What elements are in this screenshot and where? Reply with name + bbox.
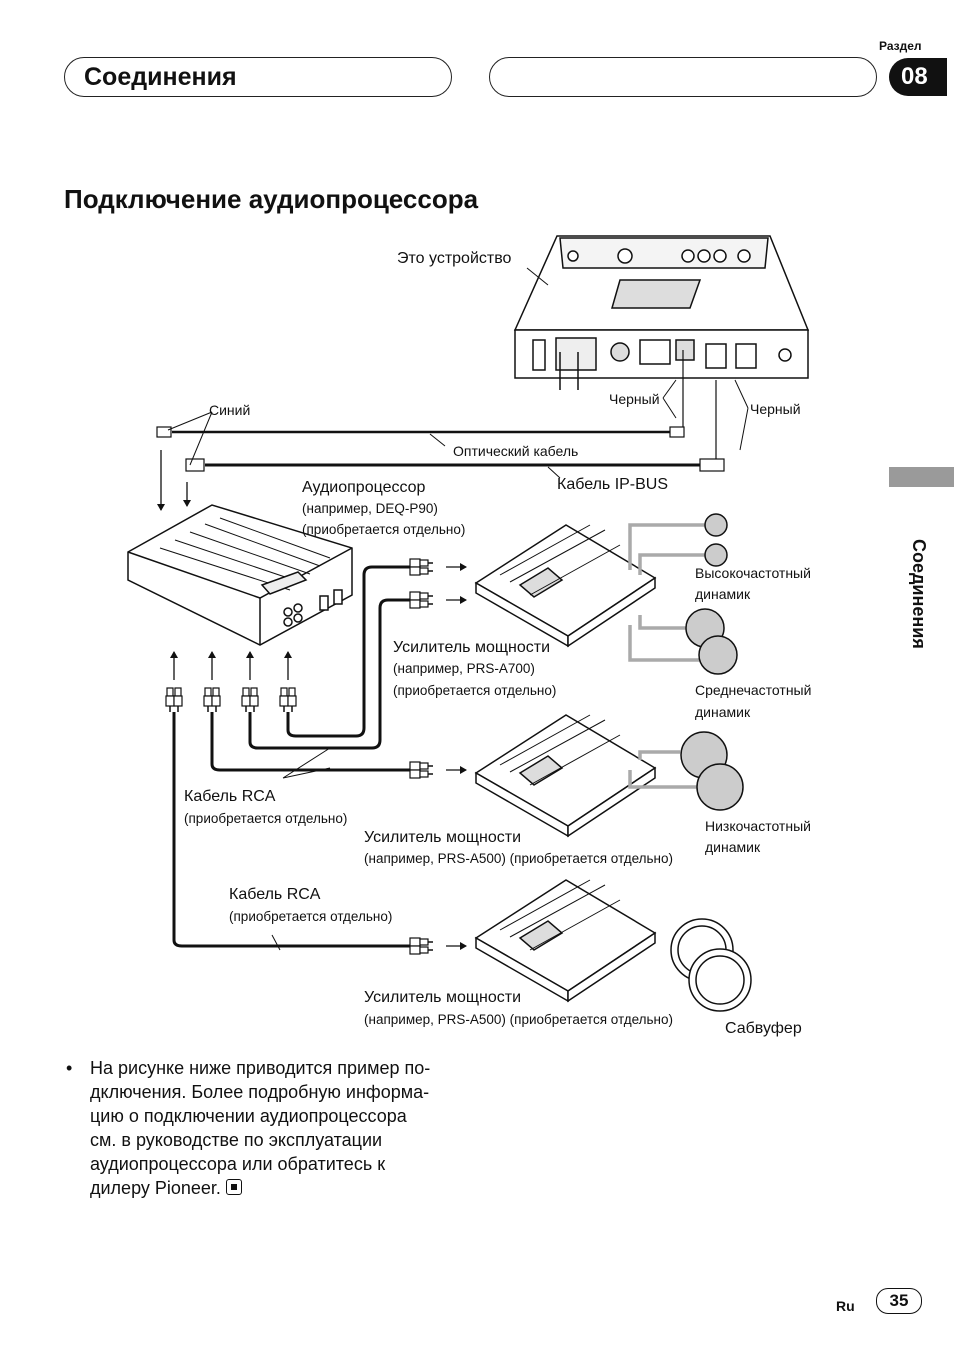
bullet-line: дилеру Pioneer.	[90, 1178, 221, 1198]
tweeter-speakers	[704, 513, 728, 567]
label-tweeter-2: динамик	[695, 586, 751, 602]
bullet-dot: •	[66, 1058, 73, 1078]
amplifier-1-illustration	[474, 524, 657, 648]
label-blue: Синий	[209, 402, 250, 418]
label-this-unit: Это устройство	[397, 250, 512, 267]
label-rca2-sold: (приобретается отдельно)	[229, 909, 392, 924]
section-number-badge: 08	[889, 58, 947, 96]
page-heading: Подключение аудиопроцессора	[64, 184, 479, 214]
section-title: Соединения	[84, 63, 237, 91]
label-amp2-note: (например, PRS-A500) (приобретается отде…	[364, 851, 673, 866]
bullet-line: На рисунке ниже приводится пример по-	[90, 1058, 431, 1078]
page-number: 35	[876, 1288, 922, 1314]
side-tab	[889, 467, 954, 487]
label-amp2-name: Усилитель мощности	[364, 829, 521, 846]
optical-cable	[156, 350, 685, 438]
rca-plugs-processor	[165, 687, 297, 713]
label-woofer-1: Низкочастотный	[705, 818, 811, 834]
label-woofer-2: динамик	[705, 839, 761, 855]
language-label: Ru	[836, 1298, 855, 1314]
bullet-line: цию о подключении аудиопроцессора	[90, 1106, 407, 1126]
speaker-wires	[628, 523, 705, 789]
woofer-speakers	[680, 731, 744, 811]
label-amp3-name: Усилитель мощности	[364, 989, 521, 1006]
bullet-text: На рисунке ниже приводится пример по- дк…	[90, 1056, 466, 1200]
audio-processor-illustration	[127, 504, 353, 646]
label-amp1-name: Усилитель мощности	[393, 639, 550, 656]
amp-input-arrows	[446, 563, 467, 950]
amplifier-3-illustration	[474, 879, 657, 1003]
plug-arrows	[157, 450, 191, 511]
label-rca1-sold: (приобретается отдельно)	[184, 811, 347, 826]
label-rca1-name: Кабель RCA	[184, 788, 276, 805]
header-blank-pill	[489, 57, 877, 97]
head-unit-illustration	[513, 235, 810, 390]
label-processor-name: Аудиопроцессор	[302, 479, 426, 496]
rca-plugs-amps	[409, 558, 434, 955]
label-amp3-note: (например, PRS-A500) (приобретается отде…	[364, 1012, 673, 1027]
subwoofer-speakers	[670, 918, 752, 1012]
bullet-line: см. в руководстве по эксплуатации	[90, 1130, 383, 1150]
label-black-left: Черный	[609, 391, 660, 407]
bullet-line-last: дилеру Pioneer.	[90, 1176, 466, 1200]
label-optical-cable: Оптический кабель	[453, 443, 578, 459]
label-amp1-example: (например, PRS-A700)	[393, 661, 535, 676]
label-rca2-name: Кабель RCA	[229, 886, 321, 903]
end-mark-icon	[225, 1179, 242, 1195]
label-processor-sold: (приобретается отдельно)	[302, 522, 465, 537]
label-subwoofer: Сабвуфер	[725, 1020, 802, 1037]
label-ipbus-cable: Кабель IP-BUS	[557, 476, 668, 493]
midrange-speakers	[685, 608, 738, 675]
label-tweeter-1: Высокочастотный	[695, 565, 811, 581]
rca-up-arrows	[170, 651, 292, 680]
section-title-pill	[64, 57, 452, 97]
label-mid-2: динамик	[695, 704, 751, 720]
ipbus-cable	[185, 380, 725, 472]
label-black-right: Черный	[750, 401, 801, 417]
bullet-note: • На рисунке ниже приводится пример по- …	[66, 1056, 466, 1200]
rca-cables	[172, 565, 410, 948]
amplifier-2-illustration	[474, 714, 657, 838]
label-amp1-sold: (приобретается отдельно)	[393, 683, 556, 698]
bullet-line: аудиопроцессора или обратитесь к	[90, 1154, 386, 1174]
label-mid-1: Среднечастотный	[695, 682, 811, 698]
razdel-label: Раздел	[879, 39, 922, 53]
bullet-line: дключения. Более подробную информа-	[90, 1082, 430, 1102]
label-processor-example: (например, DEQ-P90)	[302, 501, 438, 516]
